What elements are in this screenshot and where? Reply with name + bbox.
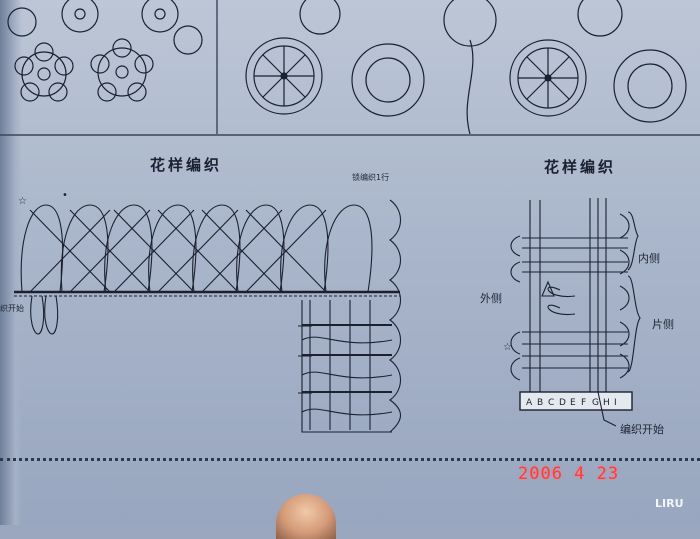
camera-date-stamp: 2006 4 23	[518, 464, 620, 484]
stitch-letter: I	[614, 398, 617, 408]
label-inner-side: 内侧	[638, 252, 660, 265]
flower-motif	[7, 0, 203, 55]
stitch-letter: F	[581, 398, 586, 408]
star-marker: ☆	[503, 342, 512, 353]
label-piece-side: 片侧	[652, 318, 674, 331]
stitch-letter: G	[592, 398, 599, 408]
label-outer-side: 外侧	[480, 292, 502, 305]
stitch-letter: C	[548, 398, 554, 408]
crochet-motifs-top	[7, 0, 687, 135]
panel-divider-vertical	[216, 0, 218, 134]
left-diagram-title: 花样编织	[150, 156, 223, 174]
label-knit-start: 编织开始	[620, 423, 664, 436]
flower-motif	[509, 39, 587, 117]
svg-text:☆: ☆	[18, 196, 27, 207]
stitch-letter: B	[537, 398, 543, 408]
book-binding	[0, 0, 22, 525]
annotation-row: 锁编织1行	[352, 173, 390, 182]
stitch-letter: E	[570, 398, 576, 408]
left-stitch-diagram: ☆ •	[14, 190, 402, 433]
right-stitch-diagram: A B C D E F G H I ☆	[503, 198, 641, 427]
flower-motif	[14, 42, 74, 102]
watermark: LIRU	[655, 497, 684, 510]
svg-text:•: •	[62, 190, 68, 201]
stitch-letter: H	[603, 398, 610, 408]
flower-motif	[299, 0, 623, 135]
right-diagram-title: 花样编织	[544, 158, 617, 176]
annotation-start: 织开始	[0, 304, 24, 313]
stitch-letter: A	[526, 398, 533, 408]
section-divider	[0, 134, 700, 136]
flower-motif	[613, 49, 687, 123]
stitch-letter: D	[559, 398, 566, 408]
flower-motif	[351, 43, 425, 117]
flower-motif	[245, 37, 323, 115]
flower-motif	[90, 38, 154, 102]
dotted-cut-line	[0, 458, 700, 461]
